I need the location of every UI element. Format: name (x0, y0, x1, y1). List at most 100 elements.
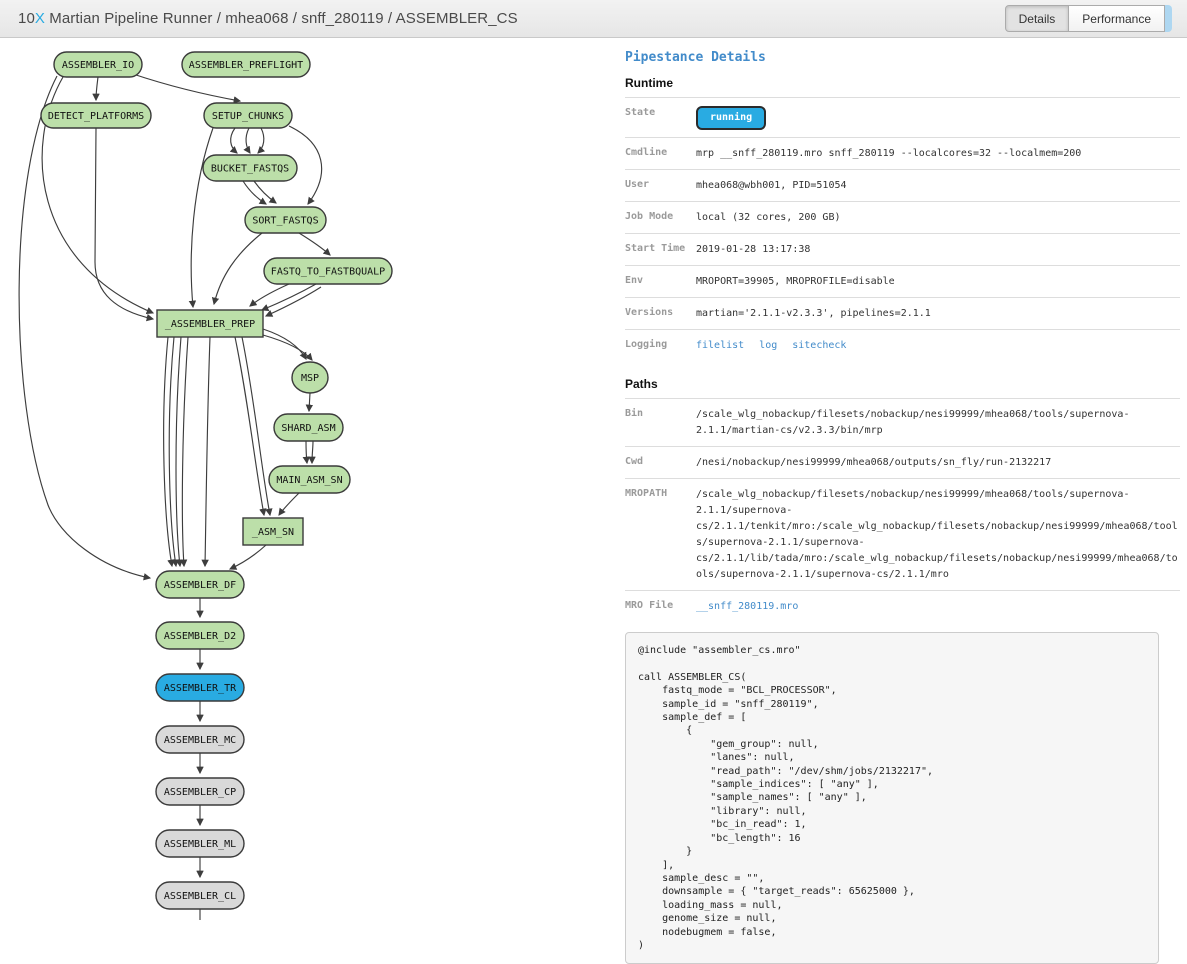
dag-node-ASSEMBLER_TR[interactable]: ASSEMBLER_TR (155, 673, 245, 702)
edge-FASTQ_TO_FASTBQUALP-to-_ASSEMBLER_PREP (260, 283, 317, 312)
edge-ASSEMBLER_IO-to-SETUP_CHUNKS (132, 73, 242, 104)
edge-_ASSEMBLER_PREP-to-_ASM_SN (234, 336, 267, 517)
detail-value: /scale_wlg_nobackup/filesets/nobackup/ne… (696, 489, 1178, 580)
node-shape-ASSEMBLER_TR (155, 673, 245, 702)
pipeline-dag-pane: ASSEMBLER_IO ASSEMBLER_PREFLIGHT DETECT_PL… (0, 38, 620, 920)
edge-SETUP_CHUNKS-to-BUCKET_FASTQS (229, 127, 238, 154)
dag-node-SETUP_CHUNKS[interactable]: SETUP_CHUNKS (203, 102, 293, 129)
section-heading-paths: Paths (625, 377, 658, 391)
detail-value: local (32 cores, 200 GB) (696, 212, 841, 223)
edge-_ASSEMBLER_PREP-to-ASSEMBLER_DF (175, 336, 184, 568)
sitecheck-link[interactable]: sitecheck (792, 340, 847, 351)
edge-_ASSEMBLER_PREP-to-ASSEMBLER_DF (179, 336, 189, 568)
detail-label: MRO File (625, 600, 674, 611)
state-badge: running (696, 106, 767, 130)
edge-SORT_FASTQS-to-FASTQ_TO_FASTBQUALP (298, 232, 331, 256)
node-shape-SETUP_CHUNKS (203, 102, 293, 129)
node-shape-MSP (291, 361, 329, 394)
node-label-SHARD_ASM: SHARD_ASM (281, 423, 335, 434)
detail-value: 2019-01-28 13:17:38 (696, 244, 811, 255)
node-label-ASSEMBLER_PREFLIGHT: ASSEMBLER_PREFLIGHT (189, 60, 303, 71)
dag-node-ASSEMBLER_CL[interactable]: ASSEMBLER_CL (155, 881, 245, 910)
detail-value: __snff_280119.mro (696, 598, 1180, 615)
detail-value: mrp __snff_280119.mro snff_280119 --loca… (696, 148, 1082, 159)
edge-SETUP_CHUNKS-to-BUCKET_FASTQS (257, 127, 266, 154)
performance-button[interactable]: Performance (1069, 5, 1165, 32)
edge-_ASSEMBLER_PREP-to-ASSEMBLER_DF (201, 336, 211, 568)
node-shape-ASSEMBLER_CP (155, 777, 245, 806)
dag-node-ASSEMBLER_ML[interactable]: ASSEMBLER_ML (155, 829, 245, 858)
edge-_ASSEMBLER_PREP-to-ASSEMBLER_DF (168, 336, 179, 568)
detail-value: mhea068@wbh001, PID=51054 (696, 180, 847, 191)
edge-MSP-to-SHARD_ASM (305, 392, 314, 413)
detail-value: running (696, 105, 1180, 130)
dag-node-BUCKET_FASTQS[interactable]: BUCKET_FASTQS (202, 154, 298, 182)
node-shape-FASTQ_TO_FASTBQUALP (263, 257, 393, 285)
log-link[interactable]: log (759, 340, 778, 351)
node-shape-_ASM_SN (242, 517, 304, 546)
edge-SHARD_ASM-to-MAIN_ASM_SN (302, 440, 311, 465)
detail-label: User (625, 179, 650, 190)
node-shape-ASSEMBLER_PREFLIGHT (181, 51, 311, 78)
dag-node-MSP[interactable]: MSP (291, 361, 329, 394)
dag-node-ASSEMBLER_MC[interactable]: ASSEMBLER_MC (155, 725, 245, 754)
node-shape-SORT_FASTQS (244, 206, 327, 234)
detail-label: Bin (625, 408, 644, 419)
dag-node-SHARD_ASM[interactable]: SHARD_ASM (273, 413, 344, 442)
dag-node-ASSEMBLER_D2[interactable]: ASSEMBLER_D2 (155, 621, 245, 650)
node-shape-_ASSEMBLER_PREP (156, 309, 264, 338)
dag-node-ASSEMBLER_DF[interactable]: ASSEMBLER_DF (155, 570, 245, 599)
node-label-DETECT_PLATFORMS: DETECT_PLATFORMS (48, 111, 144, 122)
detail-label: Versions (625, 307, 674, 318)
dag-node-ASSEMBLER_PREFLIGHT[interactable]: ASSEMBLER_PREFLIGHT (181, 51, 311, 78)
view-toggle-group: Details Performance (1004, 5, 1172, 32)
node-label-ASSEMBLER_MC: ASSEMBLER_MC (164, 735, 236, 746)
node-shape-BUCKET_FASTQS (202, 154, 298, 182)
node-label-_ASSEMBLER_PREP: _ASSEMBLER_PREP (165, 319, 255, 330)
detail-row-logging: Logging filelist log sitecheck (625, 329, 1180, 361)
details-button[interactable]: Details (1004, 5, 1070, 32)
detail-label: Cmdline (625, 147, 668, 158)
mro-code-block: @include "assembler_cs.mro" call ASSEMBL… (625, 632, 1159, 964)
dag-node-SORT_FASTQS[interactable]: SORT_FASTQS (244, 206, 327, 234)
node-shape-ASSEMBLER_DF (155, 570, 245, 599)
edge-_ASSEMBLER_PREP-to-ASSEMBLER_DF (163, 336, 175, 568)
detail-label: Logging (625, 339, 668, 350)
detail-row-cwd: Cwd/nesi/nobackup/nesi99999/mhea068/outp… (625, 446, 1180, 478)
edge-SETUP_CHUNKS-to-BUCKET_FASTQS (243, 127, 251, 154)
node-shape-ASSEMBLER_ML (155, 829, 245, 858)
filelist-link[interactable]: filelist (696, 340, 745, 351)
dag-node-FASTQ_TO_FASTBQUALP[interactable]: FASTQ_TO_FASTBQUALP (263, 257, 393, 285)
node-label-MAIN_ASM_SN: MAIN_ASM_SN (276, 475, 342, 486)
node-label-ASSEMBLER_CL: ASSEMBLER_CL (164, 891, 236, 902)
edge-_ASM_SN-to-ASSEMBLER_DF (228, 544, 267, 570)
edge-SETUP_CHUNKS-to-SORT_FASTQS (288, 125, 323, 205)
node-shape-ASSEMBLER_D2 (155, 621, 245, 650)
edge-_ASSEMBLER_PREP-to-_ASM_SN (241, 336, 273, 517)
dag-node-_ASSEMBLER_PREP[interactable]: _ASSEMBLER_PREP (156, 309, 264, 338)
edge-FASTQ_TO_FASTBQUALP-to-_ASSEMBLER_PREP (264, 286, 322, 317)
node-label-MSP: MSP (301, 373, 319, 384)
dag-node-ASSEMBLER_IO[interactable]: ASSEMBLER_IO (53, 51, 143, 78)
edge-ASSEMBLER_IO-to-DETECT_PLATFORMS (92, 76, 100, 102)
node-label-FASTQ_TO_FASTBQUALP: FASTQ_TO_FASTBQUALP (271, 267, 385, 278)
node-label-ASSEMBLER_TR: ASSEMBLER_TR (164, 683, 237, 694)
detail-label: Start Time (625, 243, 686, 254)
node-label-ASSEMBLER_DF: ASSEMBLER_DF (164, 580, 236, 591)
node-label-BUCKET_FASTQS: BUCKET_FASTQS (211, 164, 289, 175)
dag-node-ASSEMBLER_CP[interactable]: ASSEMBLER_CP (155, 777, 245, 806)
dag-node-MAIN_ASM_SN[interactable]: MAIN_ASM_SN (268, 465, 351, 494)
dag-node-DETECT_PLATFORMS[interactable]: DETECT_PLATFORMS (40, 102, 152, 129)
detail-value: MROPORT=39905, MROPROFILE=disable (696, 276, 895, 287)
edge-_ASSEMBLER_PREP-to-MSP (262, 328, 307, 360)
title-brand-x: X (34, 10, 45, 27)
edge-MAIN_ASM_SN-to-_ASM_SN (278, 492, 300, 516)
detail-row-mro-file: MRO File __snff_280119.mro (625, 590, 1180, 622)
mro-file-link[interactable]: __snff_280119.mro (696, 601, 799, 612)
dag-node-_ASM_SN[interactable]: _ASM_SN (242, 517, 304, 546)
dag-nodes: ASSEMBLER_IO ASSEMBLER_PREFLIGHT DETECT_PL… (40, 51, 393, 910)
